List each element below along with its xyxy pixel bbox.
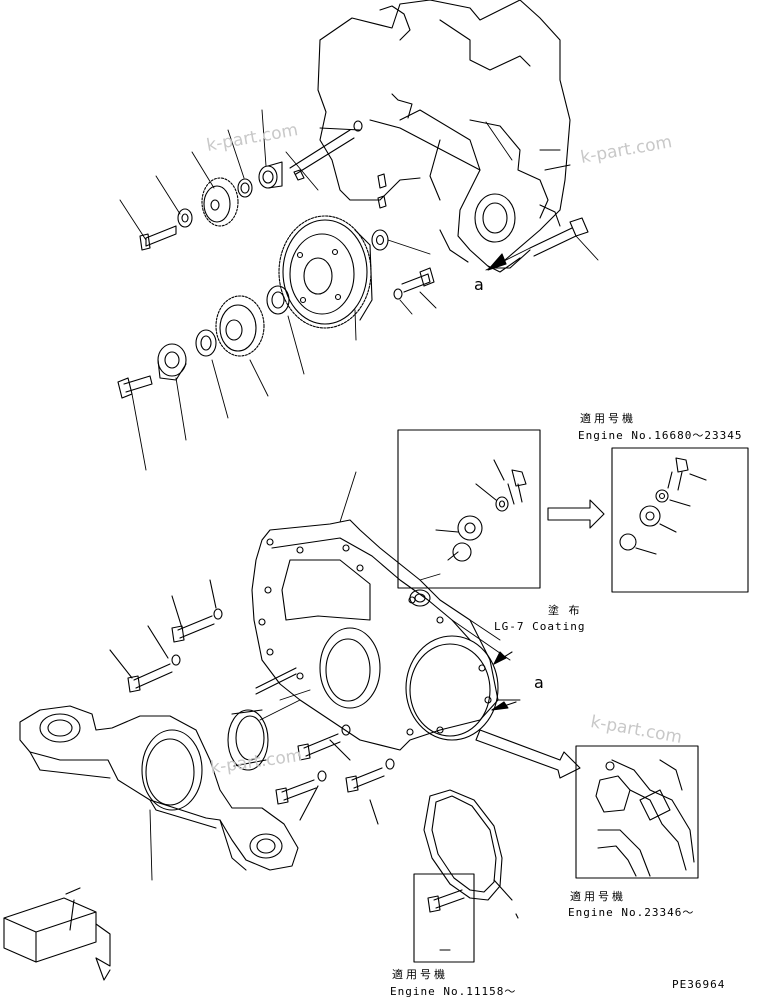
crank-bore [319, 627, 381, 709]
detail-box-1 [397, 429, 541, 589]
view-arrow-a-middle [491, 651, 517, 711]
engine-range-1-jp: 適用号機 [580, 412, 636, 425]
engine-range-2-jp: 適用号機 [570, 890, 626, 903]
upper-right-bolts [393, 217, 589, 300]
engine-range-2-en: Engine No.23346～ [568, 906, 695, 919]
coating-en: LG-7 Coating [494, 620, 586, 633]
detail-arrow-right [547, 499, 605, 529]
front-bracket [19, 705, 299, 871]
detail-arrow-down [475, 729, 581, 779]
leader-lines-upper [119, 109, 599, 471]
detail-box-3 [413, 873, 475, 963]
drawing-number: PE36964 [672, 978, 726, 991]
engine-range-3-en: Engine No.11158～ [390, 985, 517, 998]
view-arrow-a-top [487, 209, 561, 271]
engine-block [317, 0, 571, 273]
engine-range-1-en: Engine No.16680～23345 [578, 429, 743, 442]
view-label-a-middle: a [534, 673, 545, 692]
leader-lines-middle [259, 471, 521, 721]
block-bore [474, 193, 516, 243]
coating-jp: 塗 布 [548, 604, 583, 617]
detail-box-4 [575, 745, 699, 879]
detail-box-2 [611, 447, 749, 593]
upper-gear-group [139, 120, 387, 251]
timing-gear-case [251, 519, 499, 751]
view-label-a-top: a [474, 275, 485, 294]
oil-seal [227, 709, 269, 771]
engine-range-3-jp: 適用号機 [392, 968, 448, 981]
case-bolts-lower [275, 724, 395, 825]
lower-gear-group [117, 285, 290, 399]
gasket [423, 789, 519, 919]
tool-bar [3, 887, 111, 981]
idler-gear-large [278, 215, 373, 329]
case-bolts-left [109, 579, 223, 693]
